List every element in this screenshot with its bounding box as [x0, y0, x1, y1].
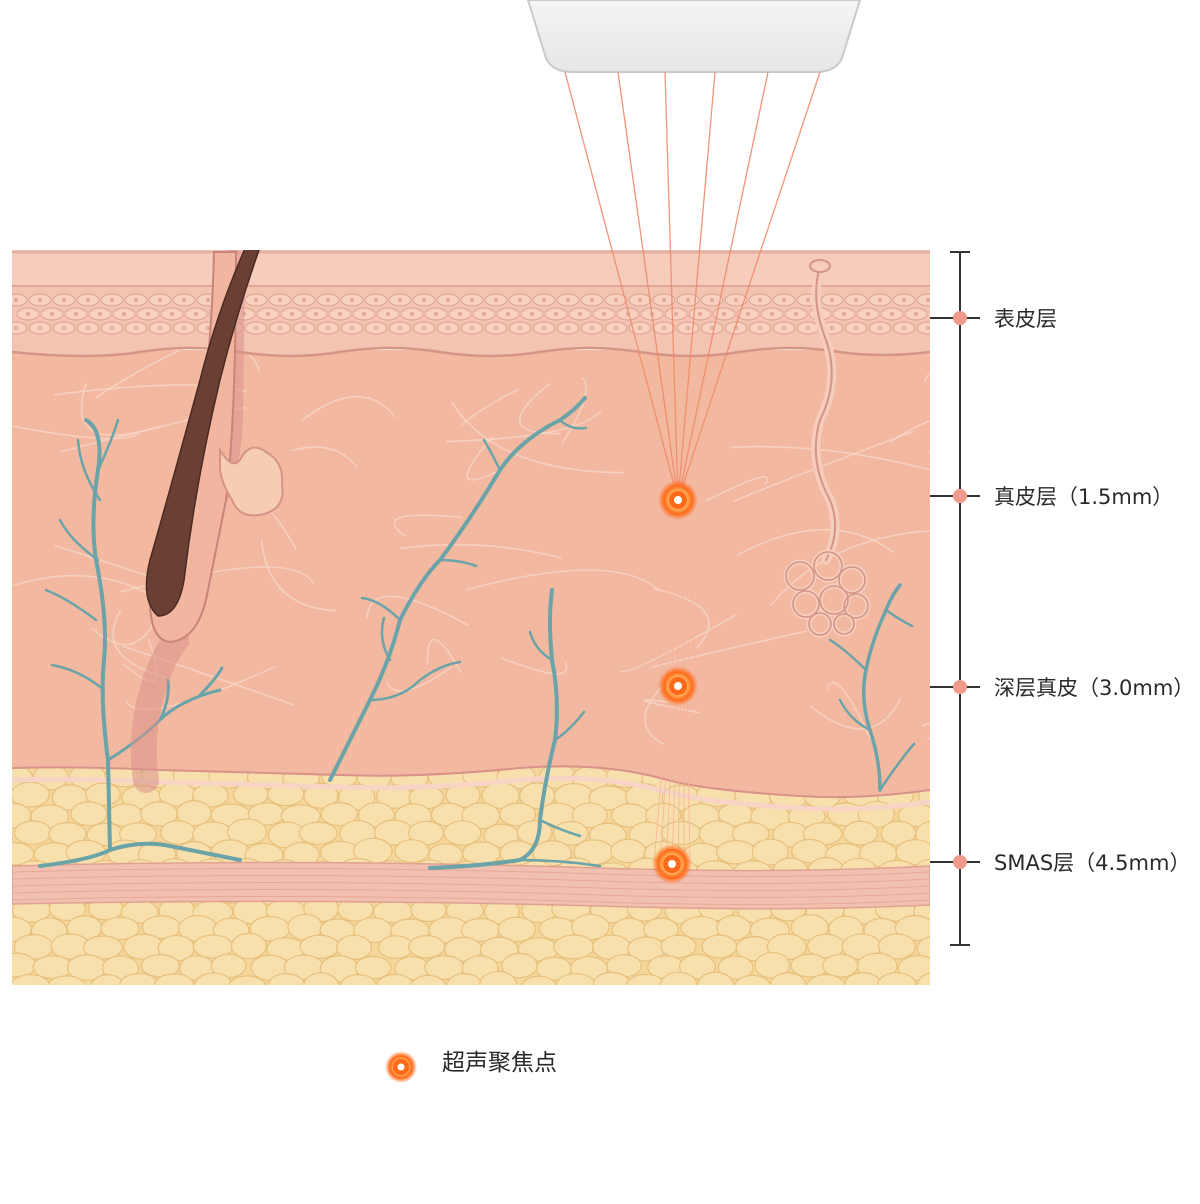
smas-fibers	[12, 867, 930, 906]
ultrasound-beams-in-skin	[653, 499, 697, 865]
label-dermis: 真皮层（1.5mm）	[994, 485, 1174, 509]
ultrasound-beams	[564, 71, 821, 501]
basement-membrane	[12, 346, 930, 358]
label-deep-dermis: 深层真皮（3.0mm）	[994, 676, 1195, 700]
sweat-gland	[783, 259, 871, 638]
layer-marker-deep-dermis	[953, 680, 967, 694]
focus-points	[652, 480, 698, 884]
dermis-border	[12, 765, 930, 799]
focus-point-dermis	[658, 480, 698, 520]
ultrasound-probe	[526, 0, 862, 73]
layer-marker-epidermis	[953, 311, 967, 325]
blood-vessels	[38, 396, 916, 870]
dermis-border-inner	[12, 775, 930, 812]
stratum-corneum	[12, 250, 930, 286]
legend-focus-icon	[385, 1051, 417, 1083]
epidermal-cells	[12, 293, 930, 335]
layer-marker-dermis	[953, 489, 967, 503]
layer-marker-smas	[953, 855, 967, 869]
label-smas: SMAS层（4.5mm）	[994, 851, 1191, 875]
focus-point-deep-dermis	[658, 666, 698, 706]
label-epidermis: 表皮层	[994, 307, 1057, 331]
depth-scale-markers	[953, 311, 967, 869]
legend-label: 超声聚焦点	[442, 1050, 557, 1076]
focus-point-smas	[652, 844, 692, 884]
hair-shaft	[145, 250, 260, 617]
depth-scale	[930, 251, 980, 946]
sebaceous-gland	[219, 446, 284, 517]
